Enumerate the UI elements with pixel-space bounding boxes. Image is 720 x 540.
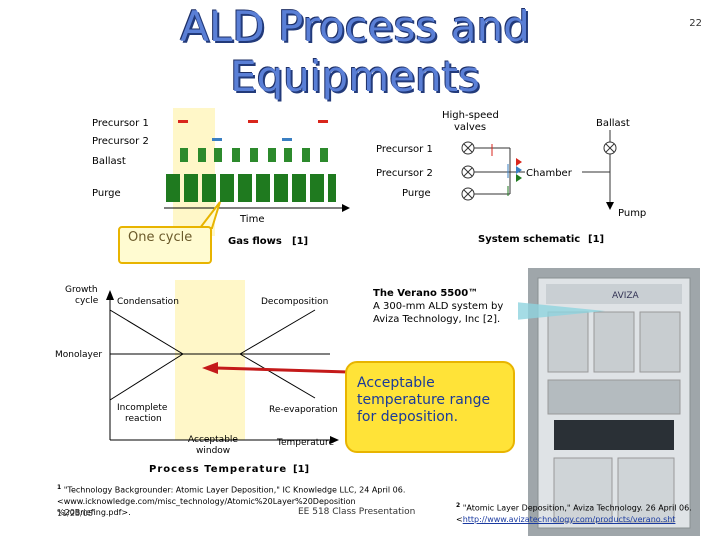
- condensation-label: Condensation: [117, 297, 179, 307]
- ballast-pulses: [180, 148, 328, 162]
- footer-course: EE 518 Class Presentation: [298, 507, 416, 517]
- photo-pointer: [515, 302, 605, 320]
- pulse: [302, 148, 310, 162]
- verano-description: The Verano 5500™ A 300-mm ALD system by …: [373, 287, 518, 351]
- pulse: [250, 148, 258, 162]
- process-temp-ref: [1]: [293, 464, 309, 475]
- red-arrow: [202, 362, 349, 374]
- y-arrow-icon: [106, 290, 114, 300]
- reaction-label: reaction: [125, 414, 162, 424]
- pulse: [282, 138, 292, 141]
- purge-pulses: [166, 174, 336, 202]
- ref2-link[interactable]: http://www.avizatechnology.com/products/…: [462, 514, 676, 524]
- acceptable-temp-callout: Acceptable temperature range for deposit…: [345, 361, 515, 453]
- pulse: [180, 148, 188, 162]
- pulse: [248, 120, 258, 123]
- time-arrow-icon: [342, 204, 350, 212]
- pulse: [184, 174, 198, 202]
- pulse: [274, 174, 288, 202]
- system-schematic-ref: [1]: [588, 234, 604, 245]
- verano-title: The Verano 5500™: [373, 288, 479, 299]
- pulse: [318, 120, 328, 123]
- slide-number: 22: [689, 18, 702, 29]
- pulse: [292, 174, 306, 202]
- purge-label: Purge: [402, 188, 431, 199]
- row-label-precursor1: Precursor 1: [92, 118, 149, 129]
- precursor2-pulses: [212, 138, 292, 141]
- verano-desc: A 300-mm ALD system by Aviza Technology,…: [373, 301, 504, 325]
- one-cycle-callout: One cycle: [118, 226, 212, 264]
- acceptable-label: Acceptable: [188, 435, 238, 445]
- footer-date: 11/23/05: [57, 509, 93, 518]
- pump-label: Pump: [618, 208, 646, 219]
- row-label-ballast: Ballast: [92, 156, 126, 167]
- title-line-2: Equipments: [230, 52, 480, 101]
- valves-label: valves: [454, 122, 486, 133]
- pulse: [214, 148, 222, 162]
- pulse: [232, 148, 240, 162]
- one-cycle-highlight: [173, 108, 215, 236]
- row-label-purge: Purge: [92, 188, 121, 199]
- acceptable-window-band: [175, 280, 245, 440]
- pulse: [328, 174, 336, 202]
- reference-2: 2 "Atomic Layer Deposition," Aviza Techn…: [456, 500, 718, 525]
- window-label: window: [196, 446, 230, 456]
- monolayer-label: Monolayer: [55, 350, 102, 360]
- pulse: [284, 148, 292, 162]
- ref1-text: "Technology Backgrounder: Atomic Layer D…: [57, 485, 406, 517]
- temperature-label: Temperature: [276, 438, 334, 448]
- pulse: [256, 174, 270, 202]
- title-line-1: ALD Process and: [180, 2, 530, 51]
- ald-window-diagram: Growth cycle Monolayer Condensation Deco…: [55, 280, 339, 475]
- pulse: [238, 174, 252, 202]
- system-schematic-diagram: High-speed valves Ballast Precursor 1 Pr…: [376, 110, 646, 245]
- aviza-brand: AVIZA: [612, 291, 640, 301]
- ref2-link-prefix: <: [456, 514, 463, 524]
- row-label-precursor2: Precursor 2: [92, 136, 149, 147]
- precursor1-label: Precursor 1: [376, 144, 433, 155]
- high-speed-label: High-speed: [442, 110, 499, 121]
- incomplete-label: Incomplete: [117, 403, 168, 413]
- cycle-label: cycle: [75, 296, 99, 306]
- down-arrow-icon: [606, 202, 614, 210]
- chamber-label: Chamber: [526, 168, 573, 179]
- reference-1: 1 "Technology Backgrounder: Atomic Layer…: [57, 482, 427, 518]
- pulse: [320, 148, 328, 162]
- gas-flows-diagram: Precursor 1 Precursor 2 Ballast Purge T: [92, 108, 350, 247]
- flow-arrow-icon: [516, 174, 522, 182]
- ballast-label: Ballast: [596, 118, 630, 129]
- pulse: [220, 174, 234, 202]
- arrow-head-icon: [202, 362, 218, 374]
- slide-title: ALD Process and Equipments: [120, 2, 590, 102]
- pulse: [268, 148, 276, 162]
- decomposition-label: Decomposition: [261, 297, 328, 307]
- gas-flows-ref: [1]: [292, 236, 308, 247]
- growth-label: Growth: [65, 285, 98, 295]
- flow-arrow-icon: [516, 158, 522, 166]
- precursor1-pulses: [178, 120, 328, 123]
- gas-flows-caption: Gas flows: [228, 236, 282, 247]
- pulse: [310, 174, 324, 202]
- process-temp-caption: Process Temperature: [149, 464, 287, 475]
- pulse: [178, 120, 188, 123]
- precursor2-label: Precursor 2: [376, 168, 433, 179]
- system-schematic-caption: System schematic: [478, 234, 580, 245]
- reevaporation-label: Re-evaporation: [269, 405, 338, 415]
- time-label: Time: [239, 214, 264, 225]
- x-arrow-icon: [330, 436, 339, 444]
- ref1-number: 1: [57, 484, 62, 491]
- pulse: [202, 174, 216, 202]
- ref2-number: 2: [456, 502, 461, 509]
- pulse: [212, 138, 222, 141]
- pulse: [198, 148, 206, 162]
- ref2-text: "Atomic Layer Deposition," Aviza Technol…: [462, 503, 692, 513]
- flow-arrow-icon: [516, 166, 522, 174]
- pulse: [166, 174, 180, 202]
